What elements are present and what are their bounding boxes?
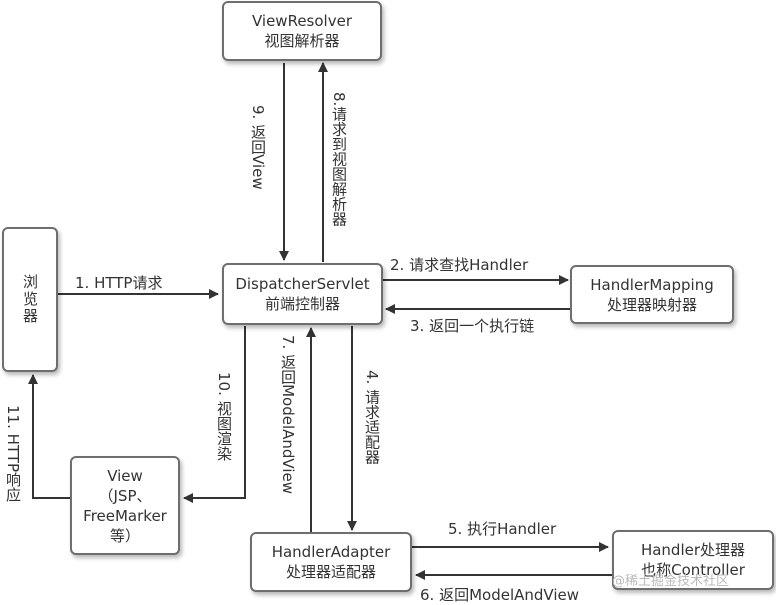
node-dispatcher-title: DispatcherServlet [235,275,370,293]
node-dispatcher-subtitle: 前端控制器 [264,295,340,313]
edge-label-3: 3. 返回一个执行链 [410,317,535,335]
node-view-resolver: ViewResolver 视图解析器 [222,1,382,61]
edge-label-2: 2. 请求查找Handler [390,256,529,274]
node-view-line2: （JSP、 [98,486,152,505]
watermark: @稀土掘金技术社区 [612,574,730,589]
node-dispatcher-servlet: DispatcherServlet 前端控制器 [222,263,383,325]
edge-label-5: 5. 执行Handler [448,520,557,538]
node-view-line4: 等） [109,526,140,545]
node-view-line1: View [107,466,143,485]
edge-label-10: 10. 视图渲染 [215,372,233,461]
node-handler: Handler处理器 也称Controller [612,530,774,590]
node-view-resolver-title: ViewResolver [251,12,352,30]
arrow-10 [183,326,246,503]
node-handler-title: Handler处理器 [640,541,746,559]
node-browser-label: 浏览器 [21,274,39,325]
node-handler-mapping: HandlerMapping 处理器映射器 [570,265,734,324]
node-handler-mapping-subtitle: 处理器映射器 [606,295,697,314]
edge-label-4: 4. 请求适配器 [363,370,381,465]
node-handler-adapter-subtitle: 处理器适配器 [285,563,376,581]
edge-label-11: 11. HTTP响应 [4,405,22,503]
edge-label-6: 6. 返回ModelAndView [420,586,580,604]
edge-label-7: 7. 返回ModelAndView [279,335,297,495]
edge-label-9: 9. 返回View [249,105,267,190]
node-handler-subtitle: 也称Controller [641,561,745,579]
node-view-line3: FreeMarker [83,506,167,525]
node-view-resolver-subtitle: 视图解析器 [264,32,340,50]
edge-label-1: 1. HTTP请求 [75,274,163,292]
node-handler-adapter-title: HandlerAdapter [271,543,391,561]
node-browser: 浏览器 [2,227,58,372]
node-handler-adapter: HandlerAdapter 处理器适配器 [250,532,412,592]
node-handler-mapping-title: HandlerMapping [590,275,714,294]
node-view: View （JSP、 FreeMarker 等） [70,456,180,555]
edge-label-8: 8.请求到视图解析器 [330,92,348,227]
arrow-11 [28,374,70,499]
